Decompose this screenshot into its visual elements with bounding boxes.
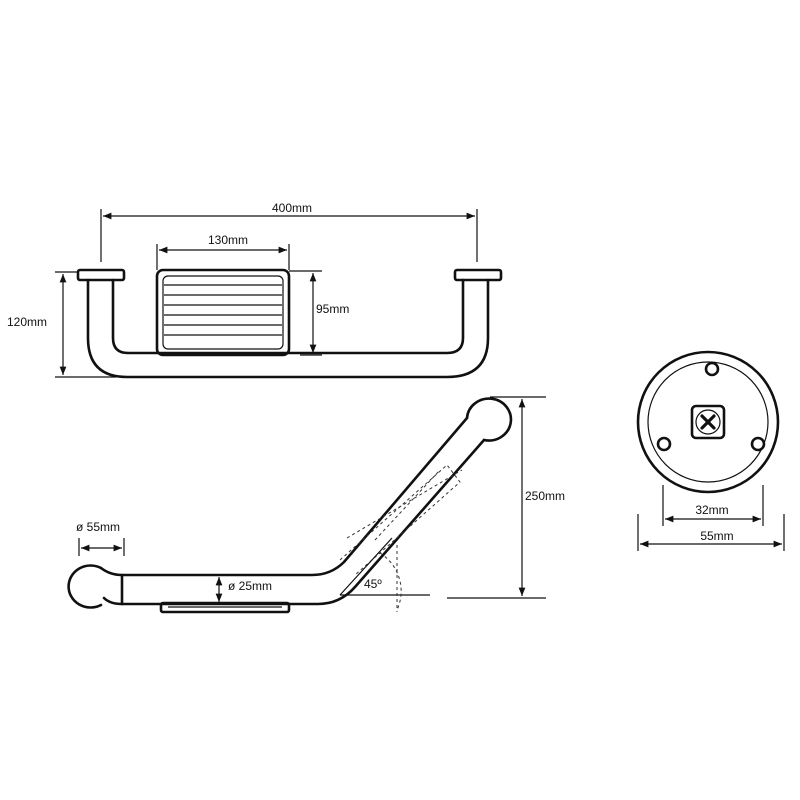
side-view: 45º ø 55mm ø 25mm 250mm xyxy=(67,396,565,614)
screw-hole-left xyxy=(656,436,672,452)
basket-width-label: 130mm xyxy=(208,233,248,247)
tube-diameter-label: ø 25mm xyxy=(228,579,272,593)
soap-shelf xyxy=(159,601,291,614)
bottom-flange xyxy=(67,564,103,609)
dim-overall-width: 400mm xyxy=(100,201,478,262)
angled-bar-top-edge xyxy=(99,416,469,577)
height-label: 120mm xyxy=(7,315,47,329)
flange-diameter-label: ø 55mm xyxy=(76,520,120,534)
top-flange xyxy=(465,397,513,442)
angle-label: 45º xyxy=(364,577,382,591)
total-height-label: 250mm xyxy=(525,489,565,503)
center-screw-icon xyxy=(690,404,726,440)
overall-width-label: 400mm xyxy=(272,201,312,215)
angled-bar-bottom-edge xyxy=(102,438,486,606)
grab-bar-outer xyxy=(86,278,490,379)
dim-flange-diameter: ø 55mm xyxy=(76,520,125,556)
top-view: 400mm 130mm 120mm 95mm xyxy=(7,201,503,379)
angle-arc xyxy=(379,552,402,611)
flange-outer-circle xyxy=(636,350,780,494)
outer-diameter-label: 55mm xyxy=(700,529,733,543)
soap-basket xyxy=(155,268,291,357)
dim-inner-diameter: 32mm xyxy=(662,485,764,526)
dim-outer-diameter: 55mm xyxy=(637,514,785,551)
right-flange xyxy=(453,268,503,282)
inner-diameter-label: 32mm xyxy=(695,503,728,517)
flange-view: 32mm 55mm xyxy=(636,350,785,551)
left-flange xyxy=(76,268,126,282)
flange-inner-circle xyxy=(647,361,769,483)
dim-total-height: 250mm xyxy=(447,396,565,599)
dim-basket-width: 130mm xyxy=(156,233,290,270)
dim-tube-diameter: ø 25mm xyxy=(215,577,272,602)
dim-height: 120mm xyxy=(7,271,116,378)
screw-hole-right xyxy=(750,436,766,452)
phantom-basket xyxy=(339,464,461,576)
screw-hole-top xyxy=(704,361,720,377)
dim-basket-height: 95mm xyxy=(289,270,349,356)
basket-height-label: 95mm xyxy=(316,302,349,316)
